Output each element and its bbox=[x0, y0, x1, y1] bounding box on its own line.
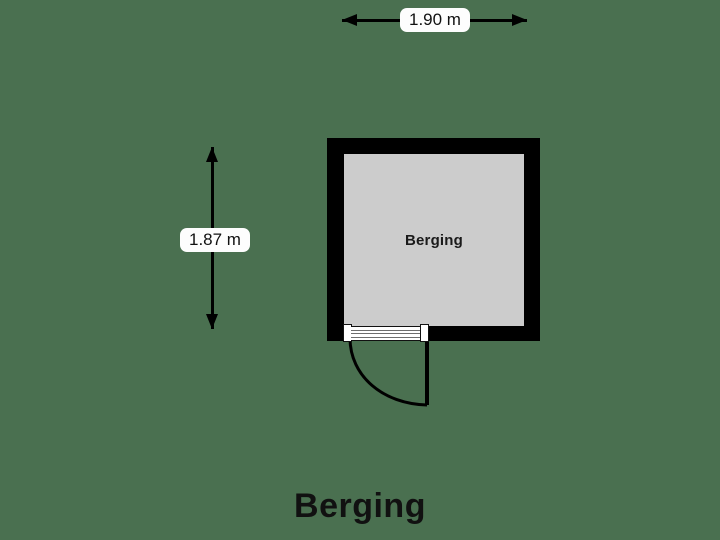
width-dimension-label: 1.90 m bbox=[400, 8, 470, 32]
arrow-right-icon bbox=[512, 14, 527, 26]
door-berging bbox=[343, 324, 433, 408]
arrow-down-icon bbox=[206, 314, 218, 329]
height-dimension-label: 1.87 m bbox=[180, 228, 250, 252]
door-glass bbox=[351, 325, 421, 341]
room-label: Berging bbox=[404, 231, 464, 249]
door-swing-arc-icon bbox=[348, 337, 429, 407]
door-panel bbox=[343, 324, 429, 342]
room-floor bbox=[344, 154, 524, 326]
room-berging: Berging bbox=[327, 138, 540, 341]
door-jamb-right bbox=[420, 324, 429, 342]
plan-title: Berging bbox=[294, 487, 426, 525]
